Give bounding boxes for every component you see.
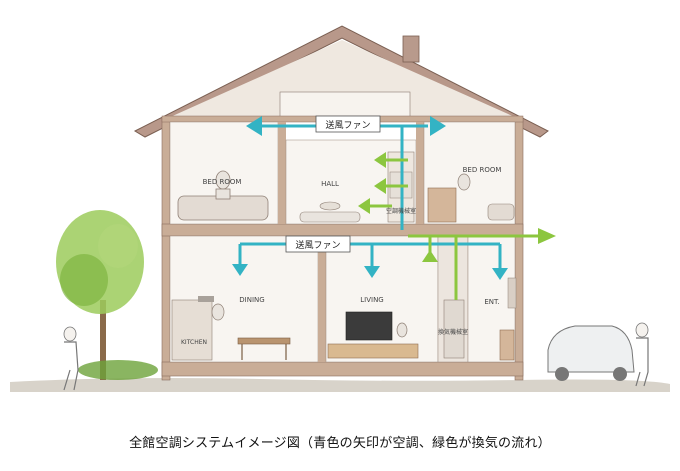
tree-canopy-light: [98, 224, 138, 268]
label-fan-upper: 送風ファン: [325, 119, 370, 131]
tree-trunk: [100, 300, 106, 380]
person-by-car-body: [635, 337, 649, 387]
right-wall: [514, 117, 524, 381]
vent-unit: [443, 299, 465, 359]
left-wall: [161, 117, 171, 381]
tv: [345, 311, 393, 341]
person-walking-left: [63, 326, 77, 342]
label-dining: DINING: [239, 296, 264, 304]
person-living: [396, 322, 408, 338]
desk: [427, 187, 457, 223]
vent-arrows: [358, 152, 556, 262]
hall-children: [319, 201, 341, 211]
car: [547, 325, 635, 373]
person-by-car: [635, 322, 649, 338]
attic: [168, 40, 517, 118]
partition-1: [278, 122, 286, 224]
partition-2: [416, 122, 424, 224]
label-ac-room: 空調機械室: [386, 207, 416, 215]
ac-arrow-entrance: [492, 268, 508, 280]
roof: [133, 25, 549, 138]
dining-table: [237, 337, 291, 345]
person-walking-body: [63, 341, 79, 391]
attic-duct-space: [279, 91, 411, 121]
shoe-cabinet: [499, 329, 515, 361]
label-living: LIVING: [360, 296, 383, 304]
vent-arrow: [374, 152, 386, 168]
bed-right: [487, 203, 515, 221]
entrance-window: [507, 277, 517, 309]
ac-arrow-living: [364, 266, 380, 278]
ac-arrow-dining: [232, 264, 248, 276]
house-cross-section: 送風ファン 送風ファン BED ROOM HALL BED ROOM 空調機械室…: [10, 25, 670, 392]
bed-left: [177, 195, 269, 221]
label-vent-room: 換気機械室: [438, 328, 468, 336]
label-fan-lower: 送風ファン: [295, 239, 340, 251]
label-hall: HALL: [321, 180, 339, 188]
person-kitchen: [211, 303, 225, 321]
ac-arrows: [232, 116, 508, 280]
diagram-caption: 全館空調システムイメージ図（青色の矢印が空調、緑色が換気の流れ）: [129, 436, 551, 451]
hall-rug: [299, 211, 361, 223]
vent-arrow: [374, 178, 386, 194]
person-body: [215, 188, 231, 200]
chimney: [402, 35, 420, 63]
vent-arrow-outside: [538, 228, 556, 244]
fan-box-lower: [285, 235, 351, 253]
ac-arrow-right: [430, 116, 446, 136]
vent-arrow-up: [422, 250, 438, 262]
ac-arrow-left: [246, 116, 262, 136]
tree-canopy-shade: [60, 254, 108, 306]
car-wheel: [613, 367, 627, 381]
ground: [10, 378, 670, 392]
fan-box-upper: [315, 115, 381, 133]
ground-slab: [161, 361, 524, 377]
person-desk: [457, 173, 471, 191]
floor-slab: [161, 223, 524, 237]
label-bedroom-left: BED ROOM: [203, 178, 242, 186]
partition-3: [318, 236, 326, 362]
tv-board: [327, 343, 419, 359]
vent-arrow: [358, 198, 370, 214]
label-entrance: ENT.: [484, 298, 499, 306]
kitchen-counter: [171, 299, 213, 361]
label-kitchen: KITCHEN: [181, 339, 207, 346]
range-hood: [198, 296, 214, 302]
shrub: [78, 360, 158, 380]
car-wheel: [555, 367, 569, 381]
label-bedroom-right: BED ROOM: [463, 166, 502, 174]
